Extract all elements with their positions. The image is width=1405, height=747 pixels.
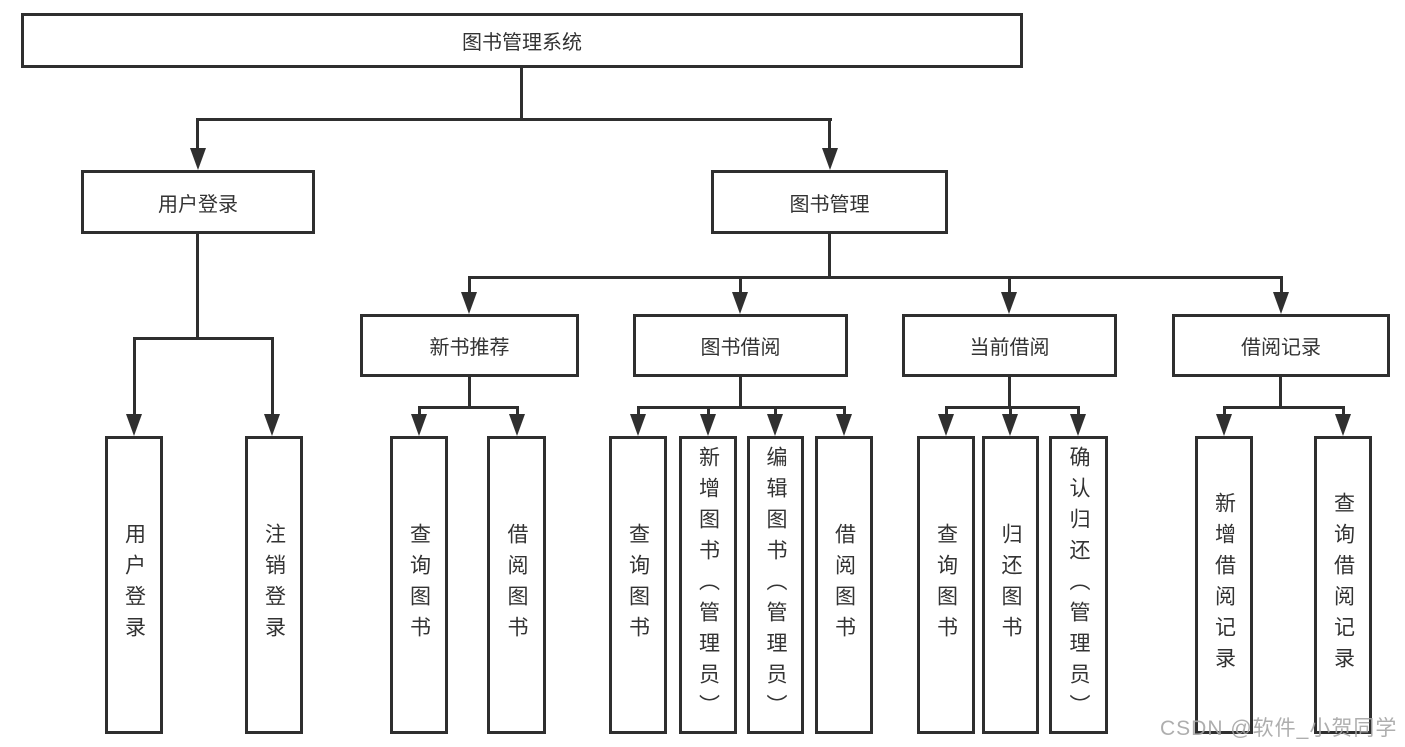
node-book-management: 图书管理	[711, 170, 948, 234]
arrowhead-icon	[630, 414, 646, 436]
arrowhead-icon	[1070, 414, 1086, 436]
arrowhead-icon	[411, 414, 427, 436]
arrowhead-icon	[700, 414, 716, 436]
connector-line	[196, 118, 832, 121]
node-current-borrowing: 当前借阅	[902, 314, 1117, 377]
connector-line	[418, 406, 519, 409]
node-borrowing-records: 借阅记录	[1172, 314, 1390, 377]
connector-line	[1008, 377, 1011, 406]
arrowhead-icon	[264, 414, 280, 436]
connector-line	[520, 68, 523, 118]
node-label: 图书借阅	[700, 337, 781, 359]
connector-line	[1223, 406, 1344, 409]
leaf-query-books-current: 查询图书	[917, 436, 975, 734]
connector-line	[196, 118, 199, 150]
leaf-logout: 注销登录	[245, 436, 303, 734]
arrowhead-icon	[1002, 414, 1018, 436]
leaf-label: 借阅图书	[832, 523, 856, 647]
leaf-label: 新增图书（管理员）	[696, 445, 720, 725]
connector-line	[828, 234, 831, 276]
leaf-borrow-books: 借阅图书	[815, 436, 873, 734]
connector-line	[637, 406, 846, 409]
connector-line	[1342, 406, 1345, 416]
node-label: 新书推荐	[429, 337, 510, 359]
connector-line	[468, 276, 471, 294]
node-library-management-system: 图书管理系统	[21, 13, 1023, 68]
connector-line	[468, 276, 1283, 279]
leaf-query-borrow-record: 查询借阅记录	[1314, 436, 1372, 734]
arrowhead-icon	[1273, 292, 1289, 314]
csdn-watermark: CSDN @软件_小贺同学	[1160, 717, 1398, 740]
connector-line	[707, 406, 710, 416]
arrowhead-icon	[509, 414, 525, 436]
arrowhead-icon	[822, 148, 838, 170]
arrowhead-icon	[1335, 414, 1351, 436]
leaf-add-books-admin: 新增图书（管理员）	[679, 436, 737, 734]
connector-line	[1077, 406, 1080, 416]
leaf-edit-books-admin: 编辑图书（管理员）	[747, 436, 804, 734]
leaf-borrow-books-recommend: 借阅图书	[487, 436, 546, 734]
arrowhead-icon	[1216, 414, 1232, 436]
leaf-label: 查询借阅记录	[1331, 492, 1355, 678]
connector-line	[271, 337, 274, 416]
leaf-label: 用户登录	[122, 523, 146, 647]
connector-line	[637, 406, 640, 416]
arrowhead-icon	[767, 414, 783, 436]
arrowhead-icon	[126, 414, 142, 436]
connector-line	[1279, 377, 1282, 406]
leaf-label: 新增借阅记录	[1212, 492, 1236, 678]
connector-line	[418, 406, 421, 416]
node-book-borrowing: 图书借阅	[633, 314, 848, 377]
node-new-book-recommendation: 新书推荐	[360, 314, 579, 377]
node-label: 借阅记录	[1241, 337, 1321, 359]
leaf-label: 归还图书	[999, 523, 1022, 647]
connector-line	[196, 234, 199, 337]
connector-line	[468, 377, 471, 406]
arrowhead-icon	[190, 148, 206, 170]
leaf-label: 查询图书	[934, 523, 958, 647]
node-label: 当前借阅	[969, 337, 1050, 359]
connector-line	[1280, 276, 1283, 294]
leaf-add-borrow-record: 新增借阅记录	[1195, 436, 1253, 734]
leaf-query-books-borrow: 查询图书	[609, 436, 667, 734]
connector-line	[828, 118, 831, 150]
connector-line	[774, 406, 777, 416]
leaf-query-books-recommend: 查询图书	[390, 436, 448, 734]
arrowhead-icon	[938, 414, 954, 436]
node-label: 图书管理	[789, 193, 870, 216]
connector-line	[1009, 406, 1012, 416]
arrowhead-icon	[836, 414, 852, 436]
leaf-label: 确认归还（管理员）	[1067, 445, 1090, 725]
arrowhead-icon	[1001, 292, 1017, 314]
arrowhead-icon	[732, 292, 748, 314]
leaf-user-login: 用户登录	[105, 436, 163, 734]
connector-line	[739, 377, 742, 406]
connector-line	[843, 406, 846, 416]
arrowhead-icon	[461, 292, 477, 314]
connector-line	[133, 337, 274, 340]
leaf-return-books: 归还图书	[982, 436, 1039, 734]
connector-line	[516, 406, 519, 416]
leaf-label: 查询图书	[626, 523, 650, 647]
node-label: 用户登录	[158, 193, 238, 216]
connector-line	[1223, 406, 1226, 416]
connector-line	[945, 406, 1080, 409]
node-user-login: 用户登录	[81, 170, 315, 234]
connector-line	[945, 406, 948, 416]
connector-line	[1008, 276, 1011, 294]
leaf-label: 查询图书	[407, 523, 431, 647]
leaf-label: 借阅图书	[505, 523, 528, 647]
leaf-confirm-return-admin: 确认归还（管理员）	[1049, 436, 1108, 734]
leaf-label: 编辑图书（管理员）	[764, 445, 787, 725]
connector-line	[133, 337, 136, 416]
node-label: 图书管理系统	[462, 32, 582, 54]
connector-line	[739, 276, 742, 294]
leaf-label: 注销登录	[262, 523, 286, 647]
